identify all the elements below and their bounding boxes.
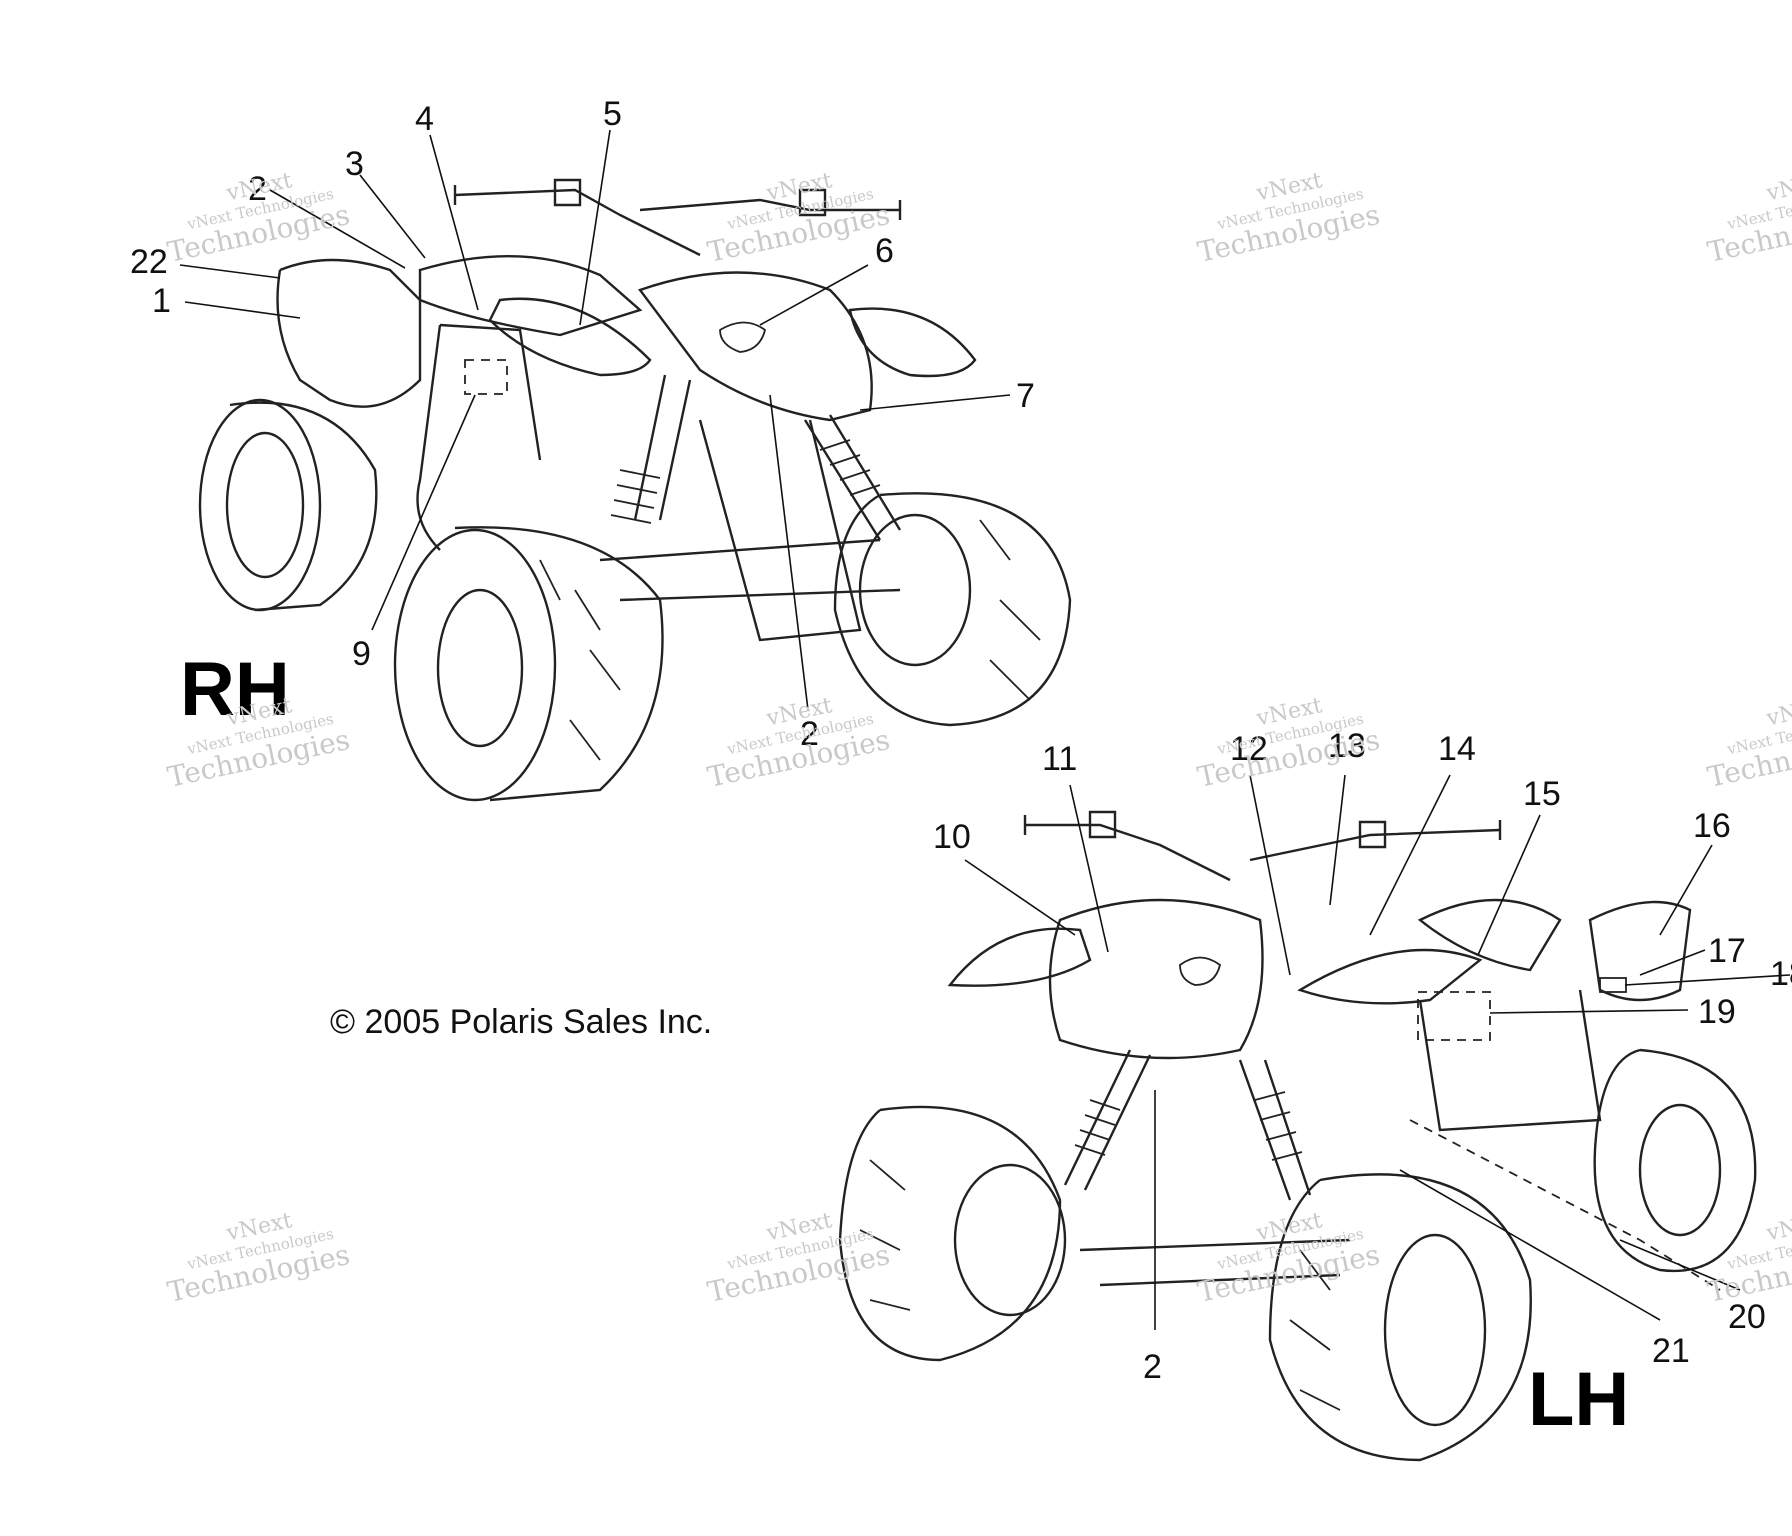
watermark: vNext vNext Technologies Technologies — [1195, 693, 1383, 794]
watermark: vNext vNext Technologies Technologies — [1705, 168, 1792, 269]
callout-6: 6 — [875, 232, 894, 270]
callout-2a: 2 — [248, 170, 267, 208]
callout-1: 1 — [152, 282, 171, 320]
callout-9: 9 — [352, 635, 371, 673]
callout-labels: 1 22 2 3 4 5 6 7 9 2 10 11 12 13 14 15 1… — [130, 95, 1792, 1386]
watermark: vNext vNext Technologies Technologies — [705, 1208, 893, 1309]
callout-20: 20 — [1728, 1298, 1766, 1336]
atv-rh-drawing — [198, 178, 1072, 802]
watermark: vNext vNext Technologies Technologies — [165, 168, 353, 269]
watermark: vNext vNext Technologies Technologies — [165, 1208, 353, 1309]
view-label-rh: RH — [180, 647, 290, 732]
watermarks: vNext vNext Technologies Technologies vN… — [165, 168, 1792, 1309]
watermark: vNext vNext Technologies Technologies — [1705, 693, 1792, 794]
svg-text:vNext: vNext — [1764, 1208, 1792, 1246]
watermark: vNext vNext Technologies Technologies — [705, 168, 893, 269]
callout-22: 22 — [130, 243, 168, 281]
callout-13: 13 — [1328, 727, 1366, 765]
callout-18: 18 — [1770, 955, 1792, 993]
callout-2b: 2 — [800, 715, 819, 753]
atv-lh-drawing — [838, 810, 1757, 1462]
callout-5: 5 — [603, 95, 622, 133]
watermark: vNext vNext Technologies Technologies — [705, 693, 893, 794]
callout-4: 4 — [415, 100, 434, 138]
callout-19: 19 — [1698, 993, 1736, 1031]
callout-12: 12 — [1230, 730, 1268, 768]
callout-15: 15 — [1523, 775, 1561, 813]
watermark: vNext vNext Technologies Technologies — [1195, 168, 1383, 269]
watermark: vNext vNext Technologies Technologies — [1195, 1208, 1383, 1309]
callout-10: 10 — [933, 818, 971, 856]
callout-17: 17 — [1708, 932, 1746, 970]
svg-text:vNext: vNext — [1764, 168, 1792, 206]
copyright-text: © 2005 Polaris Sales Inc. — [330, 1003, 712, 1041]
callout-14: 14 — [1438, 730, 1476, 768]
callout-3: 3 — [345, 145, 364, 183]
callout-2c: 2 — [1143, 1348, 1162, 1386]
view-label-lh: LH — [1528, 1357, 1629, 1442]
callout-16: 16 — [1693, 807, 1731, 845]
leader-lines — [179, 129, 1791, 1330]
callout-7: 7 — [1016, 377, 1035, 415]
callout-21: 21 — [1652, 1332, 1690, 1370]
callout-11: 11 — [1042, 740, 1077, 778]
svg-text:vNext: vNext — [1764, 693, 1792, 731]
